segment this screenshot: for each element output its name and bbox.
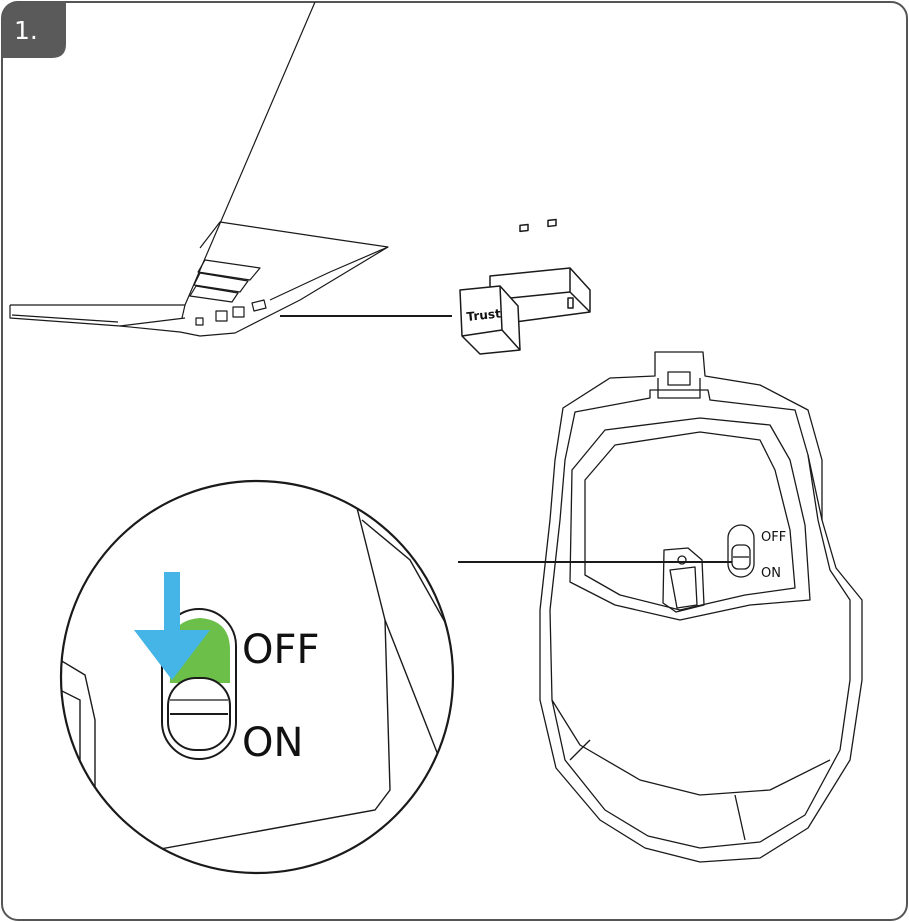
zoom-switch-on-label: ON <box>242 720 303 766</box>
zoom-switch-off-label: OFF <box>242 627 320 673</box>
mouse-switch-on-label: ON <box>761 566 781 581</box>
mouse-switch-off-label: OFF <box>761 530 786 545</box>
step-badge: 1. <box>2 2 66 58</box>
step-label: 1. <box>14 16 38 45</box>
